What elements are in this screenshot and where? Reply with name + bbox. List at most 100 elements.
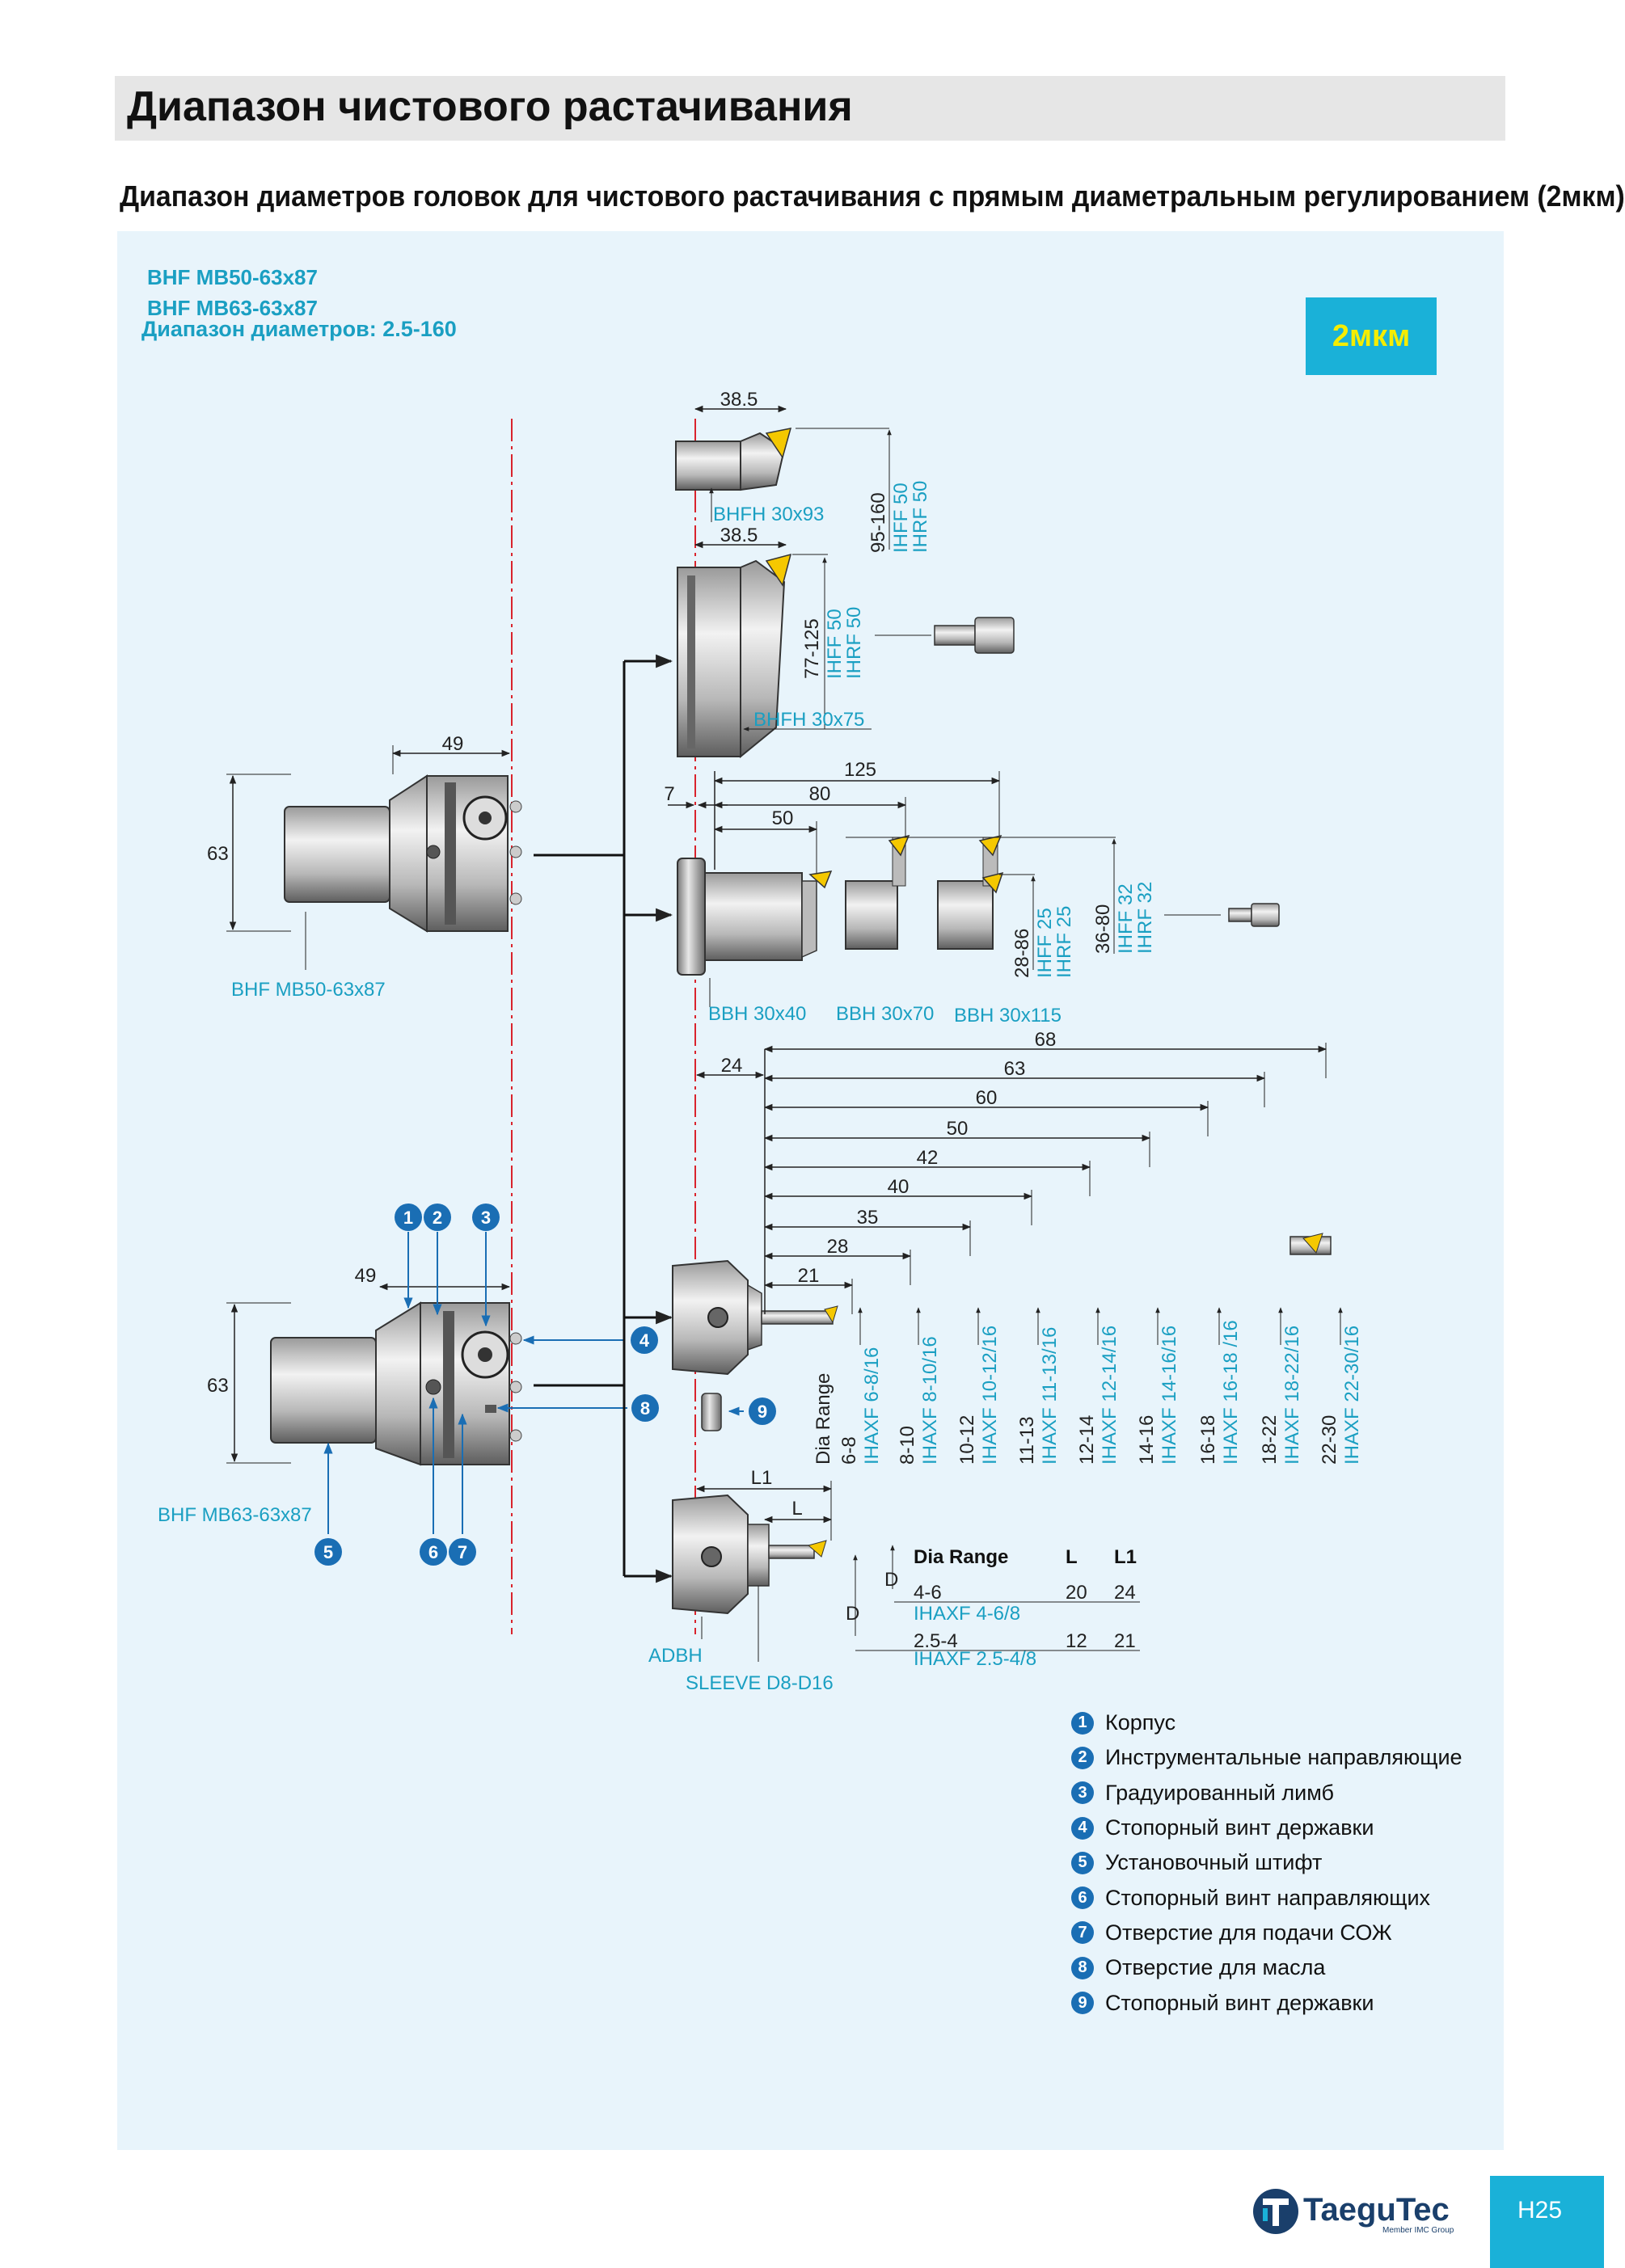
taegutec-logo: TaeguTec Member IMC Group	[1251, 2182, 1463, 2239]
screw-bhfh	[875, 617, 1015, 654]
ihaxf-dim-label: 40	[888, 1176, 910, 1198]
model-list: BHF MB50-63x87 BHF MB63-63x87	[147, 262, 318, 323]
legend-text: Отверстие для масла	[1105, 1955, 1326, 1980]
dim-50: 50	[772, 807, 794, 829]
page-title: Диапазон чистового растачивания	[127, 83, 853, 130]
svg-text:2.5-4: 2.5-4	[914, 1630, 958, 1652]
svg-text:IHAXF 4-6/8: IHAXF 4-6/8	[914, 1603, 1020, 1625]
tool-bhfh-30x93	[675, 428, 792, 491]
title-bar: Диапазон чистового растачивания	[115, 76, 1505, 141]
insert-ihrf25: IHRF 25	[1053, 906, 1075, 978]
svg-text:3: 3	[481, 1208, 491, 1228]
holder-mb50	[284, 774, 522, 933]
label-sleeve: SLEEVE D8-D16	[686, 1672, 834, 1694]
connector-lines	[534, 654, 673, 1583]
dim-125: 125	[844, 759, 876, 781]
dim-80: 80	[809, 783, 831, 805]
precision-badge: 2мкм	[1306, 297, 1437, 375]
ihaxf-range: 14-16	[1136, 1415, 1158, 1465]
legend-text: Установочный штифт	[1105, 1850, 1323, 1875]
page-number: H25	[1517, 2197, 1563, 2224]
range-bhfh93: 95-160	[867, 492, 889, 553]
svg-text:7: 7	[458, 1542, 467, 1562]
svg-text:21: 21	[1114, 1630, 1136, 1652]
ihaxf-range: 22-30	[1319, 1415, 1340, 1465]
label-bbh-115: BBH 30x115	[954, 1005, 1062, 1027]
svg-text:63: 63	[207, 843, 229, 865]
adbh-table: Dia Range L L1 4-6 20 24 IHAXF 4-6/8 2.5…	[855, 1546, 1140, 1670]
ihaxf-insert	[1289, 1233, 1332, 1255]
svg-text:20: 20	[1066, 1582, 1087, 1604]
label-bhfh93: BHFH 30x93	[713, 504, 824, 525]
ihaxf-insert-code: IHAXF 10-12/16	[979, 1326, 1001, 1465]
ihaxf-dim-label: 60	[976, 1087, 998, 1109]
ihaxf-header: Dia Range	[812, 1373, 834, 1465]
legend-number: 7	[1071, 1921, 1094, 1945]
tool-bbh-30x70	[845, 834, 910, 950]
callout-4: 4	[631, 1326, 658, 1354]
callout-3: 3	[472, 1204, 500, 1231]
legend-text: Градуированный лимб	[1105, 1780, 1334, 1805]
legend-text: Стопорный винт направляющих	[1105, 1885, 1431, 1910]
legend-text: Стопорный винт державки	[1105, 1990, 1374, 2015]
tool-bhfh-30x75	[677, 553, 792, 759]
svg-text:Dia Range: Dia Range	[914, 1546, 1008, 1568]
legend-number: 1	[1071, 1711, 1094, 1735]
insert-ihff25: IHFF 25	[1034, 908, 1056, 978]
legend-number: 2	[1071, 1746, 1094, 1769]
callout-leaders	[323, 1232, 744, 1534]
ihaxf-range: 18-22	[1259, 1415, 1281, 1465]
legend-number: 8	[1071, 1956, 1094, 1979]
svg-text:8: 8	[640, 1398, 650, 1419]
label-bhfh75: BHFH 30x75	[753, 709, 864, 731]
dim-d-a: D	[884, 1569, 898, 1591]
dim-l: L	[791, 1498, 802, 1520]
svg-text:IHAXF 2.5-4/8: IHAXF 2.5-4/8	[914, 1648, 1036, 1670]
ihaxf-dim-label: 35	[857, 1207, 879, 1229]
svg-text:63: 63	[207, 1375, 229, 1397]
taegutec-logo-icon	[1253, 2189, 1298, 2234]
logo-tagline: Member IMC Group	[1382, 2226, 1454, 2235]
ihaxf-insert-code: IHAXF 11-13/16	[1039, 1327, 1061, 1465]
label-bbh-70: BBH 30x70	[836, 1003, 934, 1025]
ihaxf-insert-code: IHAXF 16-18 /16	[1220, 1320, 1242, 1465]
range-bbh-b: 36-80	[1092, 904, 1114, 954]
ihaxf-dim-label: 21	[798, 1265, 820, 1287]
insert-ihrf50: IHRF 50	[843, 607, 865, 679]
svg-text:4: 4	[639, 1330, 650, 1351]
ihaxf-dim-label: 42	[917, 1147, 939, 1169]
callout-7: 7	[449, 1538, 476, 1566]
svg-text:12: 12	[1066, 1630, 1087, 1652]
label-mb50: BHF MB50-63x87	[231, 979, 386, 1001]
callout-5: 5	[314, 1538, 342, 1566]
callout-1: 1	[395, 1204, 422, 1231]
ihaxf-insert-code: IHAXF 18-22/16	[1281, 1326, 1303, 1465]
legend-text: Стопорный винт державки	[1105, 1815, 1374, 1840]
svg-text:4-6: 4-6	[914, 1582, 942, 1604]
model-name: BHF MB63-63x87	[147, 296, 318, 320]
svg-text:6: 6	[428, 1542, 438, 1562]
legend-item: 3 Градуированный лимб	[1071, 1776, 1462, 1811]
dim-d-b: D	[846, 1603, 859, 1625]
ihaxf-range: 6-8	[838, 1436, 860, 1465]
callout-9: 9	[749, 1397, 776, 1425]
dim-bhfh75: 38.5	[720, 525, 758, 546]
ihaxf-range: 16-18	[1197, 1415, 1219, 1465]
range-bbh-a: 28-86	[1011, 929, 1033, 978]
holder-mb63	[270, 1301, 522, 1466]
svg-text:L1: L1	[1114, 1546, 1137, 1568]
insert-ihff50: IHFF 50	[824, 609, 846, 679]
ihaxf-insert-code: IHAXF 14-16/16	[1159, 1326, 1180, 1465]
dim-mb63-diameter: 63	[207, 1302, 291, 1464]
range-bhfh75: 77-125	[801, 618, 823, 679]
legend-number: 3	[1071, 1781, 1094, 1805]
insert-ihrf50: IHRF 50	[910, 481, 931, 553]
svg-text:24: 24	[1114, 1582, 1136, 1604]
legend-text: Отверстие для подачи СОЖ	[1105, 1920, 1392, 1945]
dim-24: 24	[721, 1055, 743, 1077]
callout-6: 6	[420, 1538, 447, 1566]
